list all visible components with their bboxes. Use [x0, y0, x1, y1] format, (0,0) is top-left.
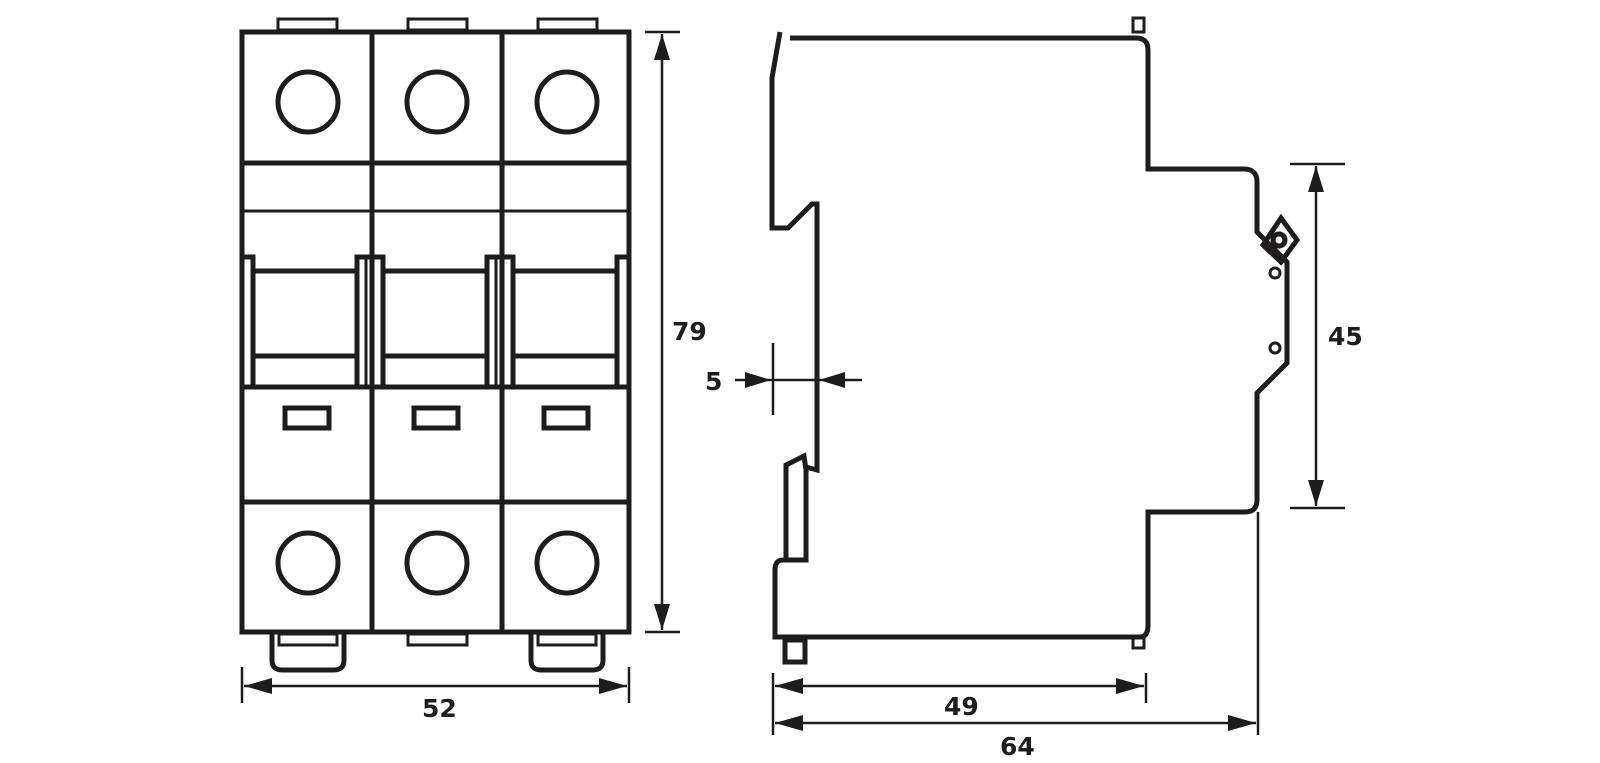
dimension-total-depth: 64 [775, 512, 1260, 761]
terminal-screw-icon [275, 69, 341, 135]
rail-hook [783, 452, 809, 560]
terminal-screw-icon [404, 530, 470, 596]
top-clip [536, 17, 599, 32]
status-window [541, 405, 591, 431]
side-bottom-tab [1131, 636, 1146, 650]
terminal-screw-icon [534, 530, 600, 596]
front-body-outline [239, 29, 632, 635]
terminal-screw-icon [275, 530, 341, 596]
toggle-handles [244, 254, 629, 387]
hole-icon [1268, 266, 1282, 280]
dimension-front-depth: 49 [771, 673, 1148, 735]
dimension-rail-offset: 5 [705, 343, 862, 415]
top-clips [276, 17, 599, 32]
top-clip [406, 17, 469, 32]
rail-foot [782, 637, 808, 665]
side-view [769, 16, 1301, 665]
dimension-label-height: 79 [672, 317, 707, 346]
status-window [282, 405, 332, 431]
dimension-label-width: 52 [422, 694, 457, 723]
front-view [239, 17, 632, 673]
side-body-outline [769, 31, 1290, 640]
dimension-label-rail-offset: 5 [705, 367, 722, 396]
hole-icon [1268, 341, 1282, 355]
bottom-clips [269, 632, 606, 673]
dimension-mid-height: 45 [1290, 162, 1363, 510]
top-clip [276, 17, 339, 32]
dimension-width: 52 [240, 667, 631, 723]
status-window [411, 405, 461, 431]
dimension-label-mid-height: 45 [1328, 322, 1363, 351]
dimension-label-front-depth: 49 [944, 692, 979, 721]
dimension-label-total-depth: 64 [1000, 732, 1035, 761]
dimension-height: 79 [645, 30, 707, 634]
latch-icon [1259, 213, 1301, 266]
side-top-tab [1131, 16, 1146, 34]
latch-pin-icon [1270, 231, 1288, 249]
terminal-screw-icon [404, 69, 470, 135]
terminal-screw-icon [534, 69, 600, 135]
